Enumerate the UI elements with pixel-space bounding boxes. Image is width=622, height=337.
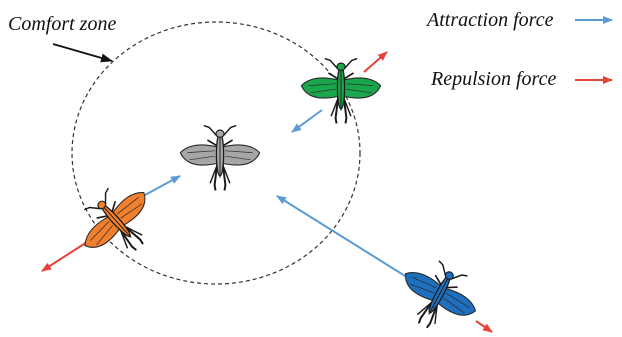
attraction-arrow-green — [292, 110, 322, 132]
repulsion-arrow-green — [364, 52, 387, 72]
grasshopper-icon — [67, 172, 169, 273]
grasshopper-icon — [180, 126, 259, 191]
comfort-zone-pointer — [53, 44, 112, 61]
legend-attraction-label: Attraction force — [427, 10, 553, 30]
grasshopper-icon — [388, 250, 488, 337]
comfort-zone-label: Comfort zone — [8, 14, 116, 34]
repulsion-arrow-blue — [476, 321, 492, 332]
attraction-arrow-blue — [277, 196, 418, 284]
legend-repulsion-label: Repulsion force — [431, 69, 556, 89]
attraction-arrow-orange — [145, 176, 180, 195]
